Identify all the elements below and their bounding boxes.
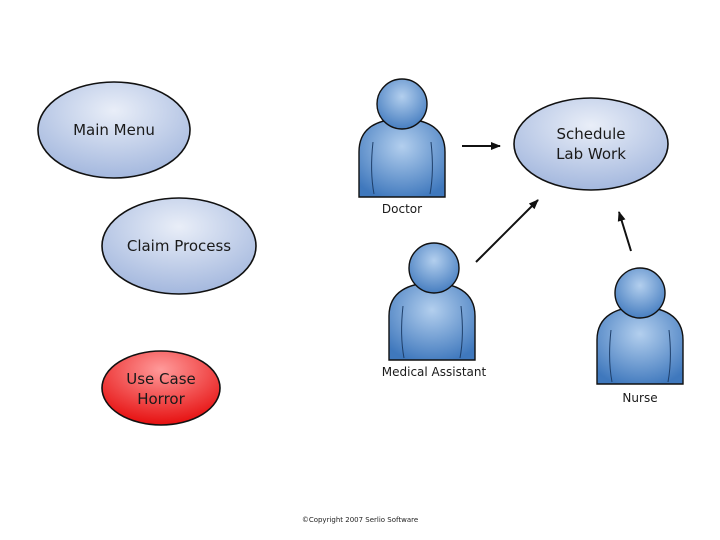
- use-case-schedule-lab-work[interactable]: Schedule Lab Work: [513, 97, 669, 191]
- use-case-schedule-lab-work-label-line-1: Schedule: [557, 125, 626, 143]
- use-case-claim-process[interactable]: Claim Process: [101, 197, 257, 295]
- use-case-horror-label-line-2: Horror: [137, 390, 185, 408]
- use-case-main-menu[interactable]: Main Menu: [37, 81, 191, 179]
- use-case-horror[interactable]: Use Case Horror: [101, 350, 221, 426]
- actor-nurse[interactable]: Nurse: [596, 267, 684, 405]
- use-case-claim-process-shape: [101, 197, 257, 295]
- use-case-main-menu-shape: [37, 81, 191, 179]
- use-case-schedule-lab-work-label-line-2: Lab Work: [556, 145, 626, 163]
- actor-medical-assistant[interactable]: Medical Assistant: [382, 242, 487, 379]
- actor-doctor-label: Doctor: [382, 202, 422, 216]
- use-case-horror-shape: [101, 350, 221, 426]
- actor-doctor[interactable]: Doctor: [358, 78, 446, 216]
- association-medical-assistant-schedule-lab-work[interactable]: [475, 199, 539, 263]
- use-case-schedule-lab-work-shape: [513, 97, 669, 191]
- actor-nurse-icon: [596, 267, 684, 385]
- actor-medical-assistant-label: Medical Assistant: [382, 365, 487, 379]
- actor-medical-assistant-icon: [388, 242, 476, 361]
- association-nurse-schedule-lab-work[interactable]: [617, 211, 632, 252]
- use-case-claim-process-label: Claim Process: [127, 237, 231, 255]
- copyright-notice: ©Copyright 2007 Serlio Software: [302, 516, 418, 524]
- actor-doctor-icon: [358, 78, 446, 198]
- use-case-horror-label-line-1: Use Case: [126, 370, 196, 388]
- actor-nurse-label: Nurse: [622, 391, 657, 405]
- use-case-main-menu-label: Main Menu: [73, 121, 155, 139]
